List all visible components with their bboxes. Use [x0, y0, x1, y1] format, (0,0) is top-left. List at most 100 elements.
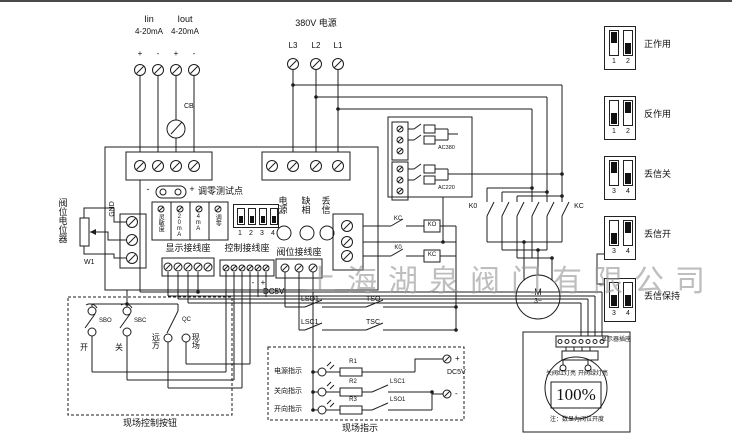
ko-coil-label: KO — [427, 222, 437, 228]
local-label: 现场 — [191, 333, 201, 349]
iin-plus-sign: + — [137, 49, 143, 58]
dip-signal-loss-hold: 3 4 — [604, 278, 636, 322]
field-indication-caption: 现场指示 — [341, 423, 378, 433]
ind-minus-mark: - — [455, 389, 458, 398]
iin-minus-sign: - — [156, 49, 160, 58]
board-dip-num-3: 3 — [260, 230, 264, 237]
tsc-label: TSC — [366, 319, 380, 326]
board-dip-switch — [233, 204, 279, 228]
sbc-close-label: 关 — [115, 343, 123, 352]
k0-group-label: K0 — [468, 203, 478, 210]
power-lamp-label: 电源 — [277, 196, 288, 214]
pot-sensitivity-label: 灵敏度 — [157, 214, 164, 232]
l1-label: L1 — [333, 41, 343, 50]
limit-switch-rows — [285, 272, 456, 412]
r3-label: R3 — [349, 397, 357, 403]
signal-input-section — [126, 64, 212, 293]
zero-test-label: 调零测试点 — [198, 186, 244, 196]
display-unit-box — [523, 254, 630, 432]
k0-contact-label: K0 — [394, 245, 402, 251]
bottom-bus — [140, 272, 602, 336]
cb-label: CB — [184, 103, 194, 110]
motor-phase-label: 3~ — [534, 298, 542, 305]
ind-lso1-label: LSO1 — [390, 397, 406, 403]
direct-action-label: 正作用 — [644, 39, 672, 49]
iin-label: Iin — [144, 14, 154, 24]
w1-label: W1 — [84, 259, 95, 266]
display-dial-icon — [545, 357, 607, 419]
qc-label: QC — [182, 317, 191, 323]
relay-contact-box — [388, 117, 564, 200]
l2-label: L2 — [311, 41, 321, 50]
sbo-label: SBO — [99, 318, 112, 324]
reverse-action-label: 反作用 — [644, 109, 672, 119]
ac380-label: AC380 — [438, 145, 455, 151]
signal-loss-close-label: 丢信关 — [644, 169, 672, 179]
valve-pot-label: 阀位电位器 — [57, 198, 68, 243]
dip-direct-action: 1 2 — [604, 26, 636, 70]
ind-plus-mark: + — [455, 354, 460, 363]
control-minus-mark: - — [251, 278, 255, 287]
board-dc5v-label: DC5V — [263, 287, 285, 296]
watermark: 上海湖泉阀门有限公司 — [306, 265, 716, 298]
signal-loss-hold-label: 丢信保持 — [644, 291, 681, 301]
motor-icon — [516, 275, 560, 319]
lsc1-label: LSC1 — [301, 319, 319, 326]
board-dip-num-2: 2 — [249, 230, 253, 237]
tso-label: TSO — [366, 296, 381, 303]
kc-contact-label: KC — [393, 216, 403, 222]
power-title: 380V 电源 — [295, 18, 337, 28]
open-indication-label: 开向指示 — [274, 406, 302, 413]
iout-label: Iout — [177, 14, 193, 24]
dip-signal-loss-open: 3 4 — [604, 216, 636, 260]
zero-test-plus: + — [189, 184, 195, 194]
close-lamp-text: 关阀红灯亮 — [545, 371, 576, 377]
r2-label: R2 — [349, 379, 357, 385]
kc-coil-label: KC — [427, 252, 437, 258]
open-lamp-icon — [585, 365, 591, 371]
close-lamp-icon — [560, 365, 566, 371]
zero-test-minus: - — [146, 184, 150, 194]
field-indication-box — [268, 347, 464, 420]
sbc-label: SBC — [134, 318, 147, 324]
iout-plus-sign: + — [173, 49, 179, 58]
gnd-label: GND — [108, 201, 116, 217]
pot-4ma-label: 4mA — [195, 214, 202, 232]
remote-label: 远方 — [151, 333, 161, 349]
valve-potentiometer — [80, 208, 146, 268]
lso1-label: LSO1 — [301, 296, 319, 303]
field-control-caption: 现场控制按钮 — [122, 418, 177, 428]
iout-range-label: 4-20mA — [170, 27, 199, 36]
status-lamps — [277, 226, 334, 240]
iin-range-label: 4-20mA — [134, 27, 163, 36]
motor-label: M — [534, 287, 542, 297]
power-indication-label: 电源指示 — [274, 368, 302, 375]
ind-dc5v-label: DC5V — [447, 369, 466, 376]
position-terminal-label: 阀位接线座 — [276, 247, 322, 257]
ac220-label: AC220 — [438, 185, 455, 191]
board-dip-num-4: 4 — [271, 230, 275, 237]
sbo-open-label: 开 — [80, 343, 88, 352]
contactor-motor-circuit — [487, 186, 569, 319]
board-dip-num-1: 1 — [238, 230, 242, 237]
dip-reverse-action: 1 2 — [604, 96, 636, 140]
phase-loss-lamp-label: 缺相 — [300, 196, 311, 214]
r1-label: R1 — [349, 359, 357, 365]
pot-20ma-label: 20mA — [176, 214, 183, 238]
ind-lsc1-label: LSC1 — [390, 379, 406, 385]
close-indication-label: 关向指示 — [274, 388, 302, 395]
iout-minus-sign: - — [192, 49, 196, 58]
field-control-box — [68, 290, 250, 415]
percent-display: 100% — [556, 385, 596, 404]
relay-coil-circuit — [333, 197, 458, 332]
open-lamp-text: 开阀绿灯亮 — [577, 371, 608, 377]
control-plus-mark: + — [260, 278, 266, 287]
l3-label: L3 — [288, 41, 298, 50]
dip-signal-loss-close: 3 4 — [604, 156, 636, 200]
pot-zero-label: 调零 — [214, 214, 221, 226]
signal-loss-open-label: 丢信开 — [644, 229, 672, 239]
cb-meter-icon — [167, 120, 185, 138]
control-terminal-drops — [226, 272, 266, 388]
